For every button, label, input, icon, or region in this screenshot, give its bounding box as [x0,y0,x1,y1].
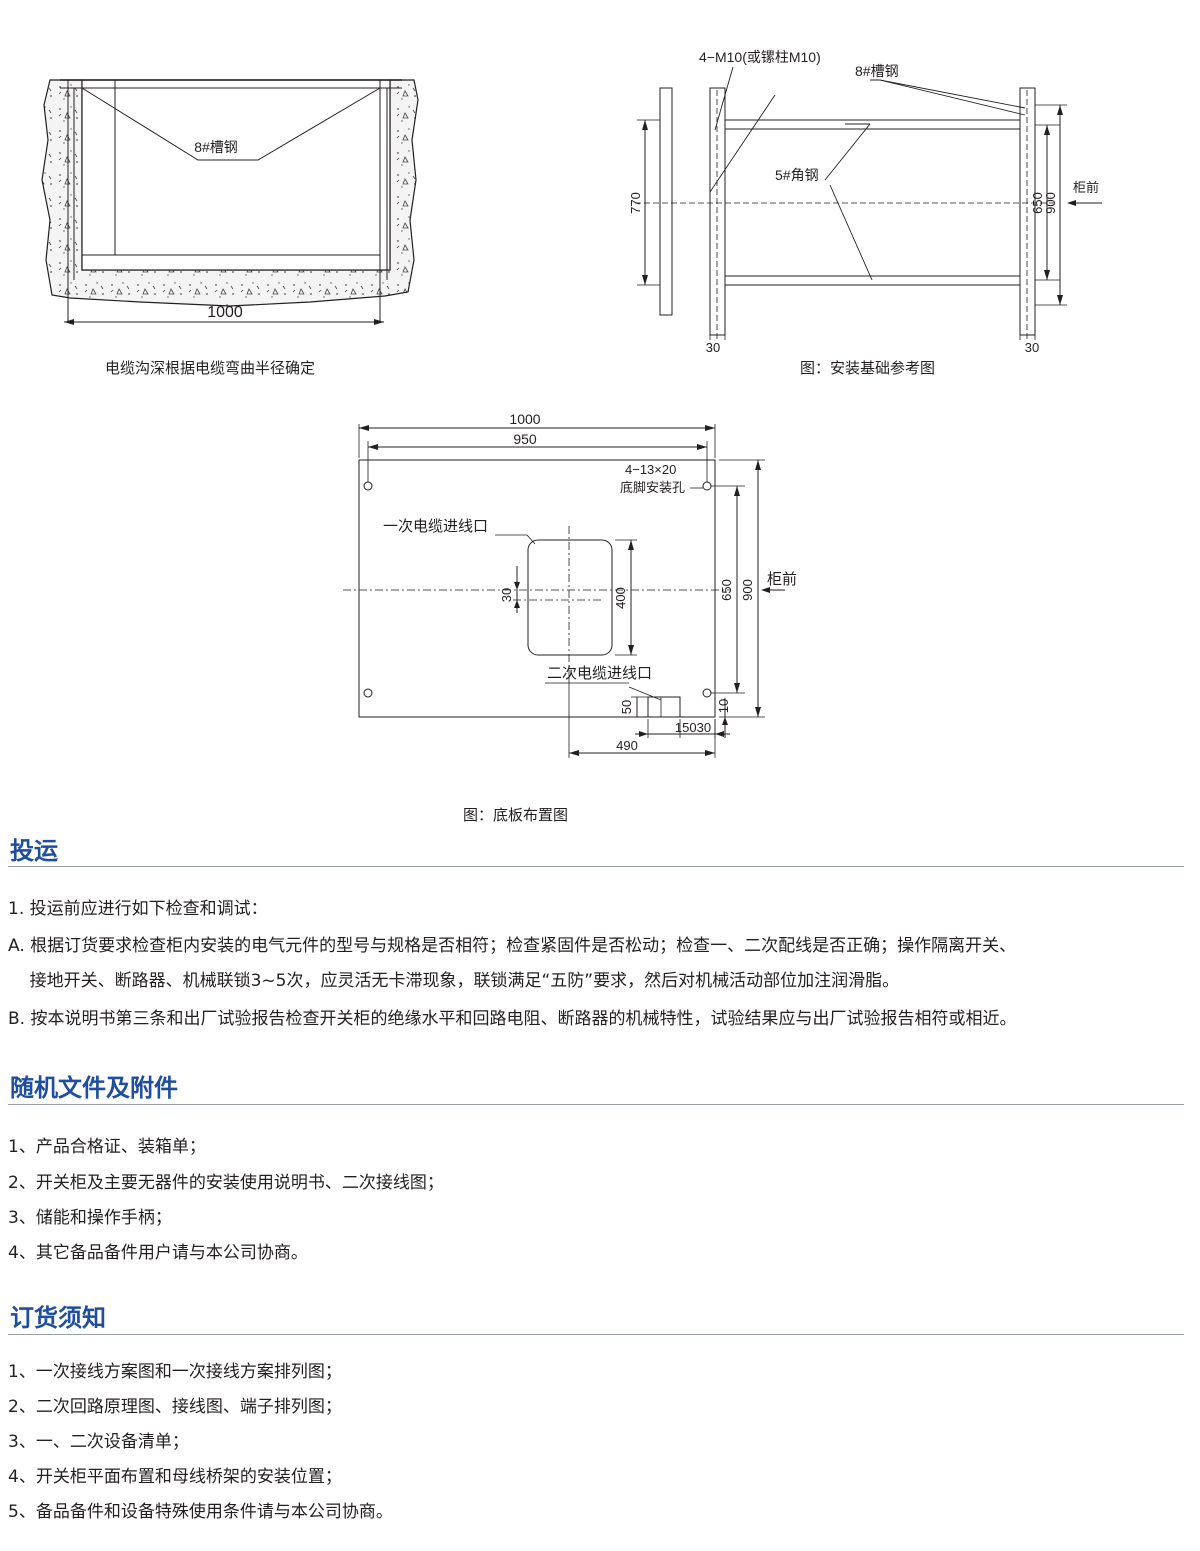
ordering-item: 2、二次回路原理图、接线图、端子排列图； [8,1397,342,1417]
trench-width-label: 1000 [207,304,243,321]
bottom-plate-diagram: 1000 950 4−13×20 底脚安装孔 一次电缆进线口 30 400 65… [343,411,797,758]
plate-dim-30: 30 [499,588,514,602]
trench-cavity [81,79,391,271]
secondary-inlet-opening [647,696,681,718]
plate-dim-400: 400 [613,587,628,609]
accessories-item: 4、其它备品备件用户请与本公司协商。 [8,1243,308,1263]
plate-hole-label: 底脚安装孔 [620,480,685,495]
plate-dim-650: 650 [719,579,734,601]
section-divider [8,866,1184,867]
section-title-accessories: 随机文件及附件 [10,1074,178,1102]
plate-hole-spec: 4−13×20 [625,462,676,477]
plate-secondary-inlet-label: 二次电缆进线口 [547,665,652,682]
plate-dim-490: 490 [616,738,638,753]
base-bolt-label: 4−M10(或镙柱M10) [699,49,821,65]
section-divider [8,1104,1184,1105]
base-dim-650: 650 [1030,192,1045,214]
ordering-item: 3、一、二次设备清单； [8,1432,189,1452]
accessories-item: 3、储能和操作手柄； [8,1208,172,1228]
plate-dim-900: 900 [740,579,755,601]
plate-dim-1000: 1000 [509,411,540,427]
base-dim-30-right: 30 [1025,340,1039,355]
commissioning-line: A. 根据订货要求检查柜内安装的电气元件的型号与规格是否相符；检查紧固件是否松动… [8,936,1017,956]
plate-caption: 图：底板布置图 [463,806,569,824]
accessories-item: 1、产品合格证、装箱单； [8,1137,206,1157]
commissioning-line: 1. 投运前应进行如下检查和调试： [8,899,268,919]
section-title-commissioning: 投运 [10,837,58,865]
section-title-ordering: 订货须知 [10,1304,106,1332]
trench-channel-label: 8#槽钢 [194,139,238,155]
base-angle-label: 5#角钢 [775,167,819,183]
ordering-item: 5、备品备件和设备特殊使用条件请与本公司协商。 [8,1502,393,1522]
accessories-item: 2、开关柜及主要无器件的安装使用说明书、二次接线图； [8,1173,444,1193]
plate-dim-950: 950 [513,431,537,447]
ordering-item: 1、一次接线方案图和一次接线方案排列图； [8,1362,342,1382]
base-channel-label: 8#槽钢 [855,63,899,79]
plate-front-label: 柜前 [767,571,797,588]
plate-dim-10: 10 [716,699,731,713]
primary-inlet-opening [527,539,613,656]
base-front-label: 柜前 [1073,180,1099,195]
plate-dim-50: 50 [619,700,634,714]
section-divider [8,1334,1184,1335]
plate-dim-15030: 15030 [675,720,711,735]
plate-outline [358,459,716,718]
base-dim-30-left: 30 [706,340,720,355]
installation-base-diagram: 770 650 900 柜前 30 30 4−M10(或镙柱M10) 8#槽钢 … [628,49,1102,355]
commissioning-line: 接地开关、断路器、机械联锁3~5次，应灵活无卡滞现象，联锁满足“五防”要求，然后… [8,971,900,991]
base-caption: 图：安装基础参考图 [800,359,936,377]
trench-caption: 电缆沟深根据电缆弯曲半径确定 [105,359,316,377]
ordering-item: 4、开关柜平面布置和母线桥架的安装位置； [8,1467,342,1487]
plate-primary-inlet-label: 一次电缆进线口 [383,518,488,535]
cable-trench-diagram: 8#槽钢 1000 [41,79,419,325]
base-dim-770: 770 [628,192,643,214]
commissioning-line: B. 按本说明书第三条和出厂试验报告检查开关柜的绝缘水平和回路电阻、断路器的机械… [8,1009,1017,1029]
base-dim-900: 900 [1043,192,1058,214]
